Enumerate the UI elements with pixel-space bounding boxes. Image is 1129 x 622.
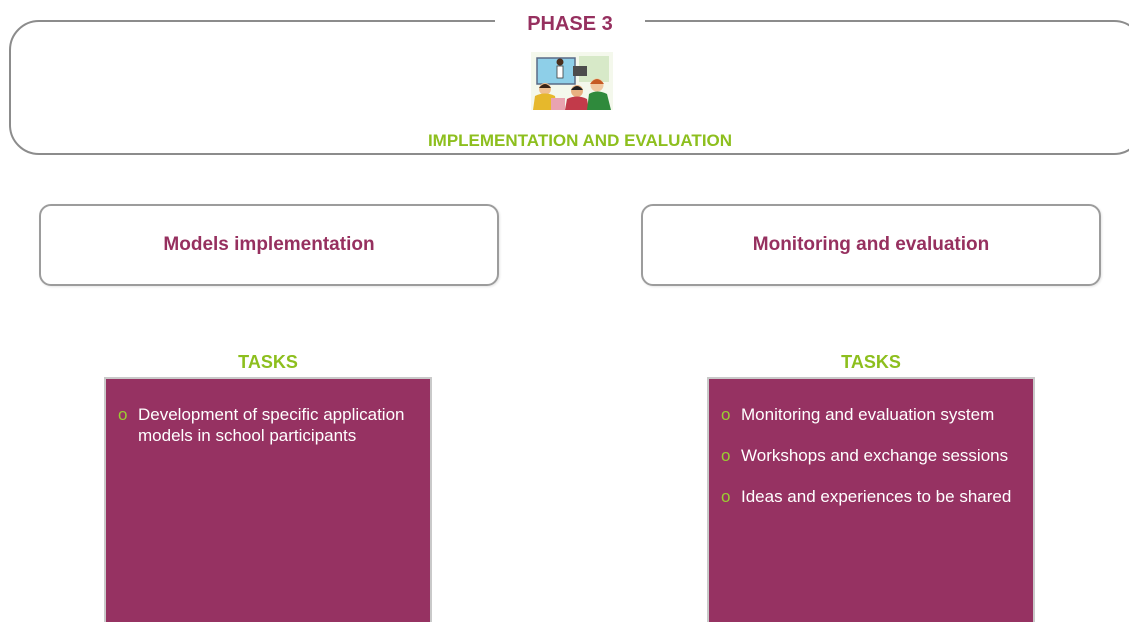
task-text: Monitoring and evaluation system [741,405,995,424]
bullet-icon: o [721,446,731,465]
classroom-presentation-icon [531,52,613,110]
task-panel-right: o Monitoring and evaluation system o Wor… [707,377,1035,622]
bullet-icon: o [721,405,731,424]
tasks-heading-right: TASKS [841,352,901,372]
bullet-icon: o [721,487,731,506]
tasks-heading-left: TASKS [238,352,298,372]
phase-subtitle: IMPLEMENTATION AND EVALUATION [427,131,733,150]
bullet-icon: o [118,405,128,424]
task-item: o Monitoring and evaluation system [721,404,1019,425]
task-text: Development of specific application mode… [138,405,405,445]
phase-title: PHASE 3 [495,10,645,38]
models-implementation-box: Models implementation [39,204,499,286]
task-item: o Workshops and exchange sessions [721,445,1019,466]
task-item: o Development of specific application mo… [118,404,416,446]
monitoring-evaluation-box: Monitoring and evaluation [641,204,1101,286]
task-panel-left: o Development of specific application mo… [104,377,432,622]
task-item: o Ideas and experiences to be shared [721,486,1019,507]
task-text: Ideas and experiences to be shared [741,487,1012,506]
task-text: Workshops and exchange sessions [741,446,1009,465]
